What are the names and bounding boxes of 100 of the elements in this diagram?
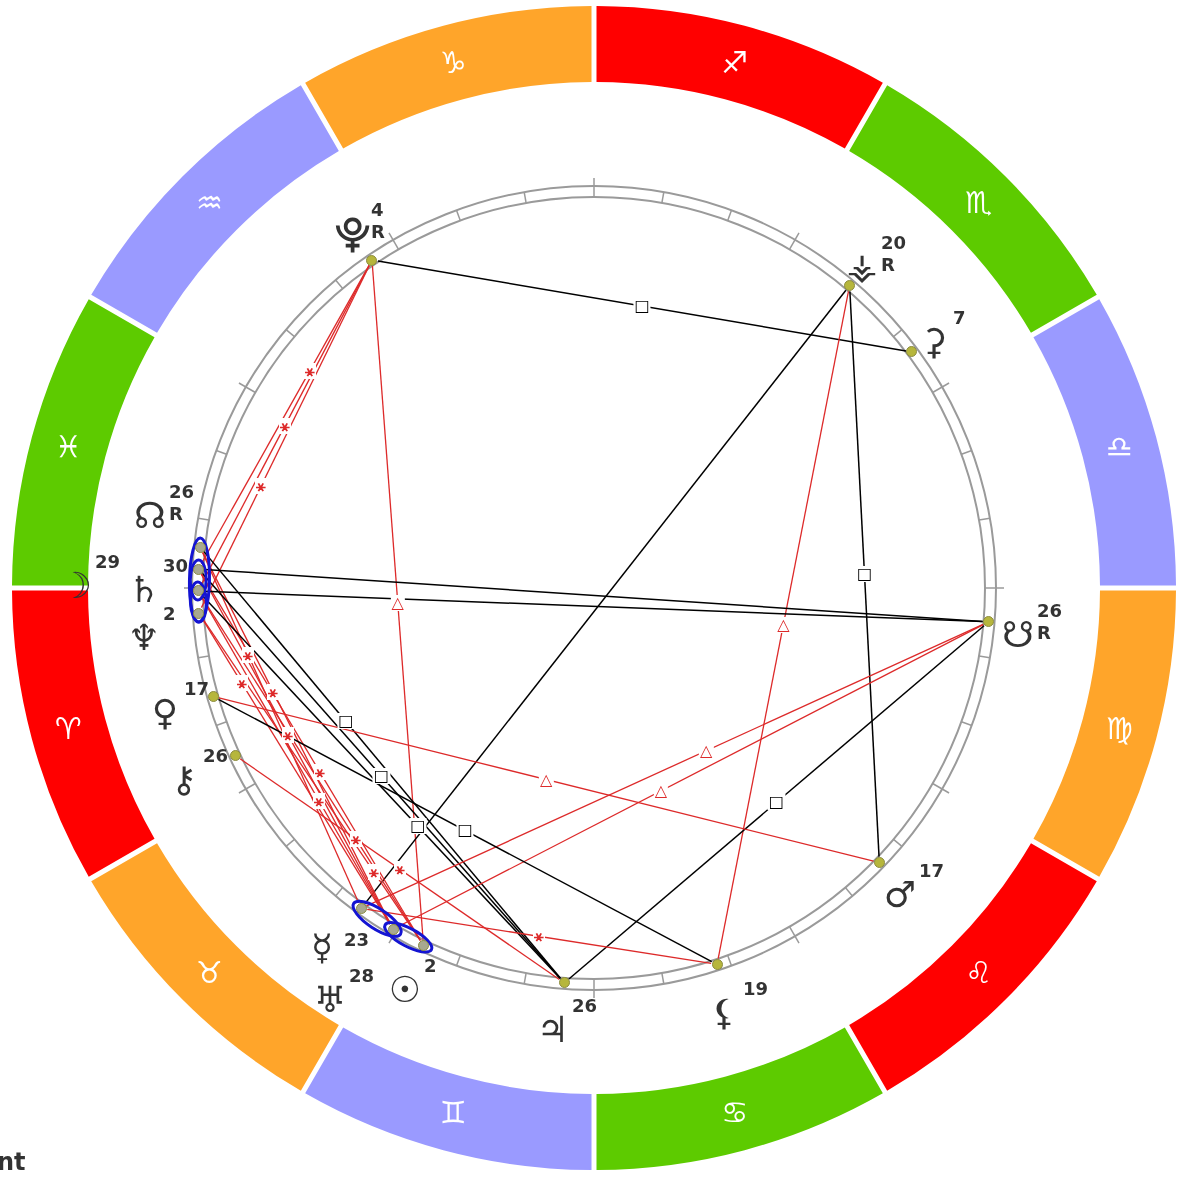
aspect-symbol: ⚹ bbox=[303, 363, 316, 380]
position-dot-icon bbox=[873, 857, 885, 869]
aspect-symbol: □ bbox=[855, 566, 874, 583]
aspect-line bbox=[717, 290, 850, 960]
zodiac-band bbox=[847, 841, 1099, 1093]
degree-number: 2 bbox=[424, 957, 437, 975]
planet-glyph: ⚳ bbox=[920, 324, 948, 360]
zodiac-sign-glyph: ♏ bbox=[965, 188, 993, 219]
planet-glyph: ♂ bbox=[883, 877, 917, 913]
aspect-symbol: □ bbox=[337, 713, 355, 730]
zodiac-sign-glyph: ♓ bbox=[55, 432, 82, 463]
planet-glyph: ⚸ bbox=[710, 995, 738, 1031]
aspect-symbol: ⚹ bbox=[267, 684, 280, 701]
aspect-line bbox=[239, 758, 560, 981]
degree-number: 23 bbox=[344, 931, 370, 949]
planet-glyph: ♃ bbox=[536, 1012, 570, 1048]
degree-number: 2 bbox=[163, 605, 176, 623]
planet-glyph: ☉ bbox=[388, 972, 422, 1008]
aspect-line bbox=[371, 265, 424, 941]
position-dot-icon bbox=[355, 902, 367, 914]
position-dot-icon bbox=[192, 563, 204, 575]
aspect-symbol: ⚹ bbox=[368, 864, 381, 881]
planet-glyph: ⚷ bbox=[170, 762, 198, 798]
aspect-line bbox=[568, 624, 985, 980]
planet-glyph: ☿ bbox=[310, 930, 334, 966]
degree-number: 30 bbox=[163, 557, 189, 575]
zodiac-sign-glyph: ♑ bbox=[439, 47, 467, 78]
aspect-symbol: ⚹ bbox=[314, 764, 326, 781]
aspect-symbol: △ bbox=[390, 594, 405, 611]
aspect-symbol: ⚹ bbox=[242, 647, 255, 664]
zodiac-band bbox=[89, 841, 341, 1093]
aspect-line bbox=[377, 260, 907, 352]
degree-number: 4 bbox=[371, 201, 384, 219]
aspect-symbol: △ bbox=[653, 782, 669, 799]
degree-number: 26 bbox=[572, 997, 598, 1015]
zodiac-sign-glyph: ♉ bbox=[195, 957, 223, 988]
planet-glyph: ☋ bbox=[1002, 617, 1034, 653]
planet-glyph: ♆ bbox=[127, 620, 161, 656]
zodiac-sign-glyph: ♌ bbox=[965, 957, 993, 988]
planet-glyph: ♅ bbox=[313, 982, 347, 1018]
position-dot-icon bbox=[906, 346, 918, 358]
degree-number: 26 bbox=[1037, 602, 1063, 620]
aspect-symbol: ⚹ bbox=[255, 477, 268, 494]
degree-number: 26 bbox=[169, 483, 195, 501]
degree-number: 20 bbox=[881, 234, 907, 252]
retrograde-mark: R bbox=[371, 223, 385, 241]
position-dot-icon bbox=[558, 977, 570, 989]
planet-glyph: ⚶ bbox=[846, 249, 878, 285]
aspect-symbol: □ bbox=[372, 767, 390, 784]
aspect-symbol: △ bbox=[776, 616, 791, 633]
aspect-symbol: □ bbox=[409, 818, 427, 835]
zodiac-sign-glyph: ♐ bbox=[721, 47, 749, 78]
aspect-symbol: △ bbox=[699, 742, 714, 759]
aspect-line bbox=[366, 908, 712, 965]
degree-number: 28 bbox=[349, 967, 375, 985]
position-dot-icon bbox=[983, 616, 995, 628]
aspect-line bbox=[203, 590, 984, 623]
position-dot-icon bbox=[711, 958, 723, 970]
aspect-line bbox=[849, 290, 880, 858]
planet-glyph: ♄ bbox=[127, 572, 161, 608]
planet-glyph: ☊ bbox=[134, 498, 166, 534]
aspect-line bbox=[217, 698, 713, 963]
position-dot-icon bbox=[387, 923, 399, 935]
zodiac-sign-glyph: ♎ bbox=[1106, 432, 1133, 463]
position-dot-icon bbox=[207, 691, 219, 702]
aspect-line bbox=[218, 697, 875, 862]
position-dot-icon bbox=[194, 541, 206, 553]
degree-number: 17 bbox=[184, 680, 210, 698]
aspect-symbol: □ bbox=[633, 298, 651, 314]
aspect-symbol: ⚹ bbox=[349, 831, 362, 848]
zodiac-band bbox=[594, 6, 885, 150]
zodiac-sign-glyph: ♈ bbox=[55, 713, 82, 744]
planet-glyph: ♀ bbox=[151, 695, 179, 731]
aspect-symbol: ⚹ bbox=[235, 674, 248, 691]
degree-number: 19 bbox=[743, 980, 769, 998]
position-dot-icon bbox=[418, 939, 429, 951]
position-dot-icon bbox=[229, 749, 241, 761]
zodiac-band bbox=[1032, 297, 1176, 588]
zodiac-sign-glyph: ♊ bbox=[439, 1098, 467, 1129]
retrograde-mark: R bbox=[1037, 624, 1051, 642]
position-dot-icon bbox=[193, 607, 205, 619]
position-dot-icon bbox=[366, 254, 378, 266]
zodiac-sign-glyph: ♍ bbox=[1106, 713, 1133, 744]
planet-glyph: ⯓ bbox=[334, 216, 370, 252]
degree-number: 17 bbox=[919, 862, 945, 880]
aspect-symbol: △ bbox=[539, 771, 554, 788]
aspect-symbol: ⚹ bbox=[312, 792, 325, 809]
degree-number: 29 bbox=[95, 553, 121, 571]
retrograde-mark: R bbox=[169, 505, 183, 523]
zodiac-sign-glyph: ♋ bbox=[721, 1098, 749, 1129]
zodiac-sign-glyph: ♒ bbox=[195, 188, 223, 219]
aspect-symbol: ⚹ bbox=[393, 861, 406, 878]
degree-number: 26 bbox=[203, 747, 229, 765]
zodiac-band bbox=[303, 6, 594, 150]
position-dot-icon bbox=[192, 585, 204, 597]
aspect-symbol: □ bbox=[456, 822, 474, 839]
degree-number: 7 bbox=[953, 309, 966, 327]
planet-glyph: ☽ bbox=[59, 568, 93, 604]
retrograde-mark: R bbox=[881, 256, 895, 274]
aspect-symbol: ⚹ bbox=[279, 417, 291, 434]
